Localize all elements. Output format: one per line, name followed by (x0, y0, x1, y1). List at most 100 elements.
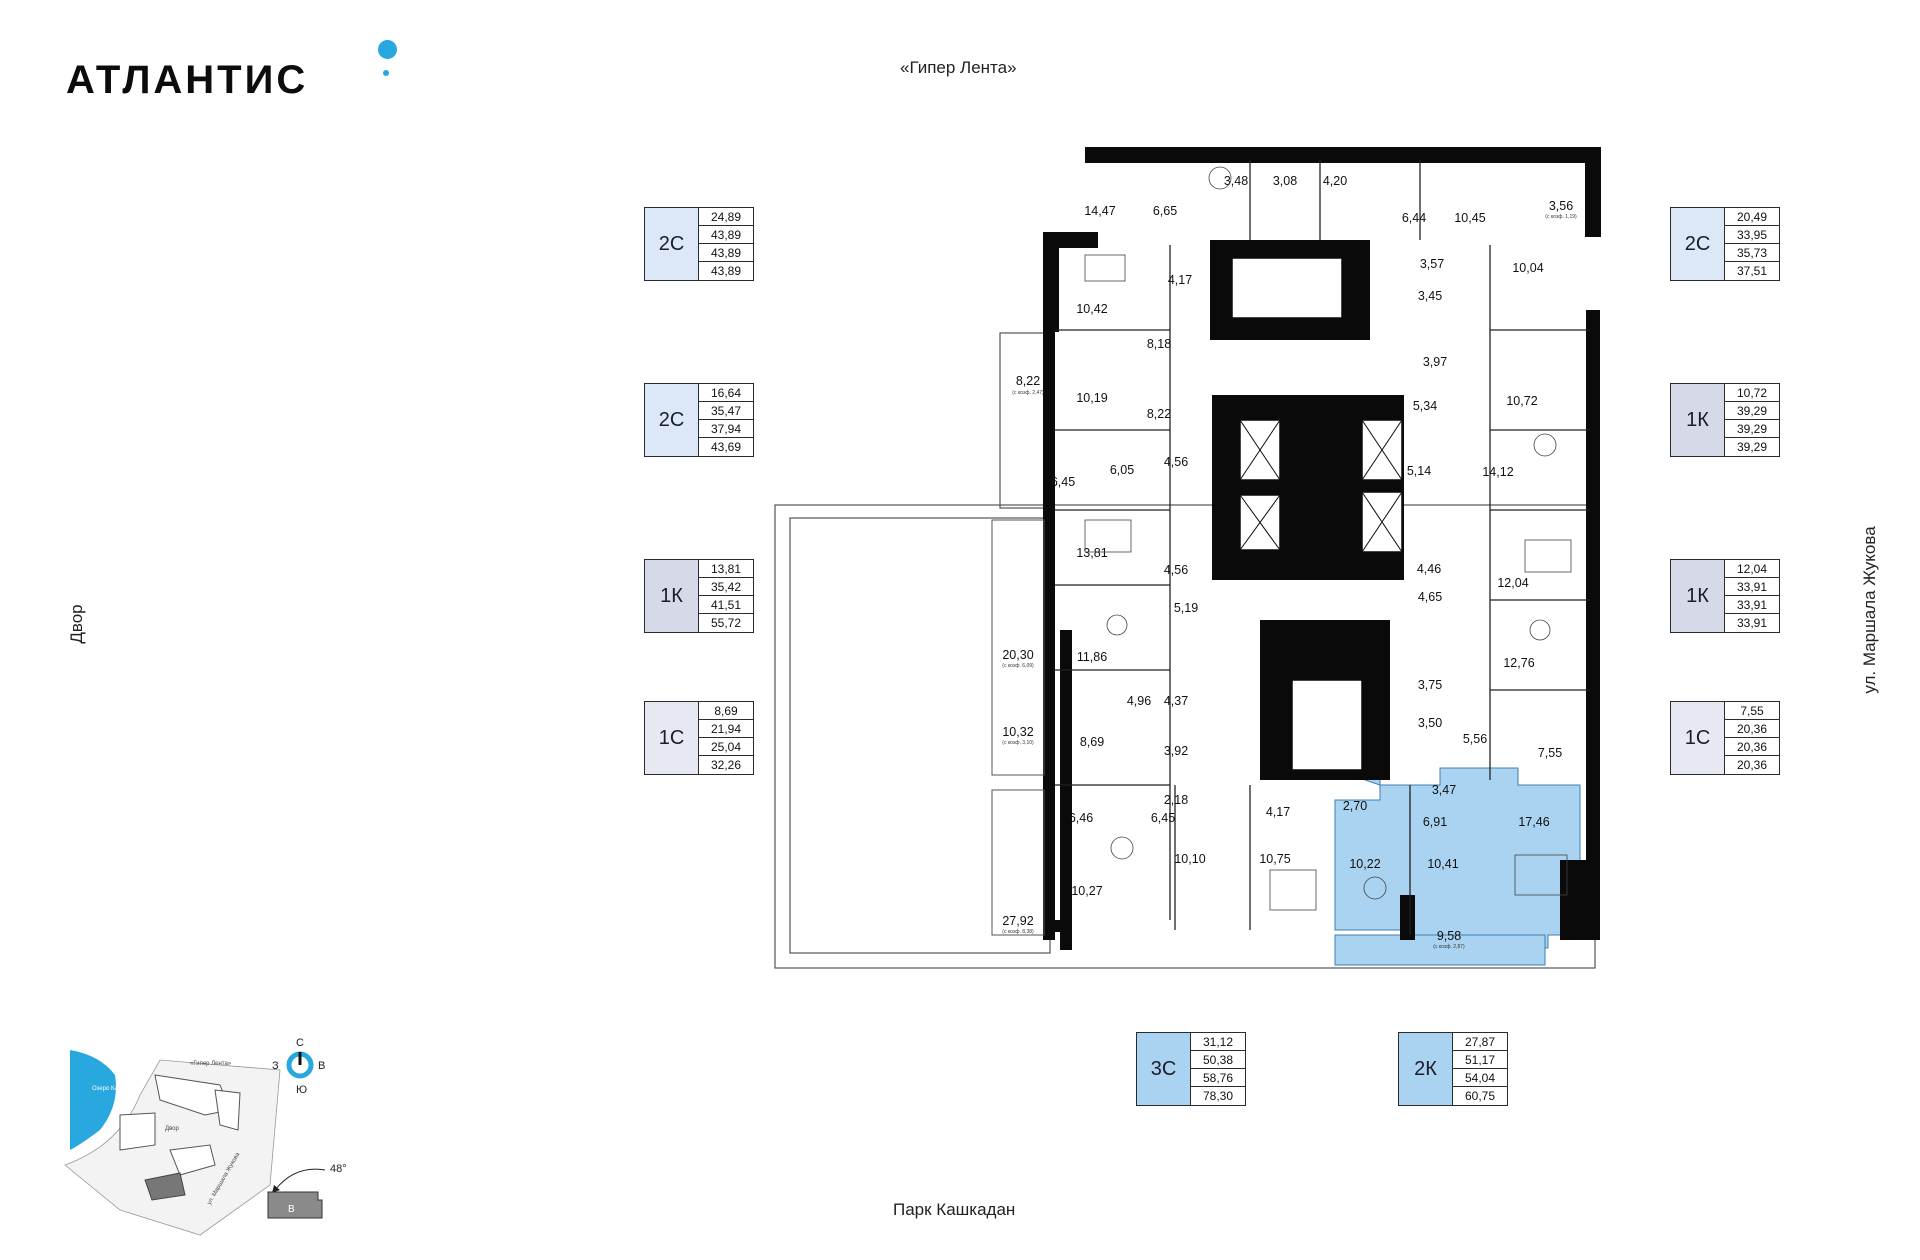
building-block (169, 1144, 216, 1176)
building-block (214, 1089, 241, 1131)
apartment-card[interactable]: 1К 12,04 33,91 33,91 33,91 (1670, 559, 1780, 633)
area-total: 43,89 (699, 226, 753, 244)
section-indicator: 48° В (267, 1163, 347, 1219)
area-with-balcony: 37,94 (699, 420, 753, 438)
area-living: 20,49 (1725, 208, 1779, 226)
apartment-areas: 24,89 43,89 43,89 43,89 (699, 208, 753, 280)
room-area: 4,56 (1164, 563, 1188, 577)
room-area: 10,04 (1512, 261, 1543, 275)
room-area: 3,48 (1224, 174, 1248, 188)
bed-icon (1084, 254, 1126, 282)
area-full: 60,75 (1464, 1088, 1496, 1103)
room-note: (с коэф. 2,47) (1012, 390, 1044, 396)
apartment-card[interactable]: 1С 7,55 20,36 20,36 20,36 (1670, 701, 1780, 775)
minimap-street-top: «Гипер Лента» (190, 1061, 232, 1067)
room-area: 5,14 (1407, 464, 1431, 478)
compass-west: З (272, 1060, 279, 1072)
room-area: 5,34 (1413, 399, 1437, 413)
apartment-card[interactable]: 2С 16,64 35,47 37,94 43,69 (644, 383, 754, 457)
apartment-areas: 12,04 33,91 33,91 33,91 (1725, 560, 1779, 632)
room-note: (с коэф. 6,09) (1002, 663, 1034, 669)
room-area: 4,65 (1418, 590, 1442, 604)
room-area: 10,42 (1076, 302, 1107, 316)
table-icon (1533, 433, 1557, 457)
area-total: 33,91 (1725, 578, 1779, 596)
room-area: 3,75 (1418, 678, 1442, 692)
room-area: 4,17 (1266, 805, 1290, 819)
table-icon (1106, 614, 1128, 636)
wall (1043, 320, 1055, 940)
room-area: 20,30 (1002, 648, 1033, 662)
room-area: 6,05 (1110, 463, 1134, 477)
apartment-card[interactable]: 1К 13,81 35,42 41,51 55,72 (644, 559, 754, 633)
area-with-balcony: 39,29 (1725, 420, 1779, 438)
lake-shape (70, 1050, 116, 1150)
apartment-card[interactable]: 1С 8,69 21,94 25,04 32,26 (644, 701, 754, 775)
current-building (144, 1172, 186, 1201)
area-with-balcony: 20,36 (1725, 738, 1779, 756)
room-area: 14,47 (1084, 204, 1115, 218)
room-area: 8,18 (1147, 337, 1171, 351)
apartment-type: 1К (645, 560, 699, 632)
apartment-card[interactable]: 2С 24,89 43,89 43,89 43,89 (644, 207, 754, 281)
area-total: 33,95 (1725, 226, 1779, 244)
room-area: 3,08 (1273, 174, 1297, 188)
street-top-label: «Гипер Лента» (900, 58, 1017, 77)
area-with-balcony: 25,04 (699, 738, 753, 756)
room-area: 12,04 (1497, 576, 1528, 590)
area-total: 35,42 (699, 578, 753, 596)
apartment-card-selected[interactable]: 3С 31,12 50,38 58,76 78,30 (1136, 1032, 1246, 1106)
area-full: 37,51 (1736, 263, 1768, 278)
area-full: 43,69 (710, 439, 742, 454)
room-area: 3,97 (1423, 355, 1447, 369)
area-with-balcony: 58,76 (1191, 1069, 1245, 1087)
apartment-areas: 10,72 39,29 39,29 39,29 (1725, 384, 1779, 456)
area-full: 39,29 (1736, 439, 1768, 454)
area-living: 12,04 (1725, 560, 1779, 578)
angle-label: 48° (330, 1163, 347, 1175)
balcony-highlight[interactable] (1334, 934, 1546, 966)
apartment-type: 2К (1399, 1033, 1453, 1105)
area-living: 7,55 (1725, 702, 1779, 720)
apartment-card-selected[interactable]: 2К 27,87 51,17 54,04 60,75 (1398, 1032, 1508, 1106)
area-total: 39,29 (1725, 402, 1779, 420)
building-block (119, 1112, 156, 1151)
area-with-balcony: 33,91 (1725, 596, 1779, 614)
building-block (154, 1074, 231, 1116)
area-full: 20,36 (1736, 757, 1768, 772)
room-area: 17,46 (1518, 815, 1549, 829)
room-area: 10,10 (1174, 852, 1205, 866)
room-area: 4,37 (1164, 694, 1188, 708)
room-area: 5,56 (1463, 732, 1487, 746)
room-area: 3,47 (1432, 783, 1456, 797)
room-area: 8,69 (1080, 735, 1104, 749)
area-full: 55,72 (710, 615, 742, 630)
wall (1400, 895, 1415, 940)
room-area: 6,44 (1402, 211, 1426, 225)
compass-east: В (318, 1060, 325, 1072)
stairwell (1291, 679, 1363, 771)
apartment-type: 2С (1671, 208, 1725, 280)
apartment-card[interactable]: 2С 20,49 33,95 35,73 37,51 (1670, 207, 1780, 281)
room-area: 14,12 (1482, 465, 1513, 479)
area-living: 27,87 (1453, 1033, 1507, 1051)
balcony-frame (991, 789, 1045, 936)
room-area: 12,76 (1503, 656, 1534, 670)
section-label: В (288, 1204, 295, 1215)
area-total: 20,36 (1725, 720, 1779, 738)
area-living: 31,12 (1191, 1033, 1245, 1051)
wall (1043, 232, 1059, 332)
apartment-areas: 7,55 20,36 20,36 20,36 (1725, 702, 1779, 774)
room-area: 10,19 (1076, 391, 1107, 405)
area-total: 51,17 (1453, 1051, 1507, 1069)
area-full: 43,89 (710, 263, 742, 278)
room-note: (с коэф. 8,38) (1002, 929, 1034, 935)
apartment-3c-highlight[interactable] (1329, 767, 1581, 949)
room-area: 3,56 (1549, 199, 1573, 213)
stairwell (1231, 257, 1343, 319)
apartment-card[interactable]: 1К 10,72 39,29 39,29 39,29 (1670, 383, 1780, 457)
compass-north: С (296, 1037, 304, 1049)
table-icon (1363, 876, 1387, 900)
area-full: 78,30 (1202, 1088, 1234, 1103)
apartment-areas: 13,81 35,42 41,51 55,72 (699, 560, 753, 632)
